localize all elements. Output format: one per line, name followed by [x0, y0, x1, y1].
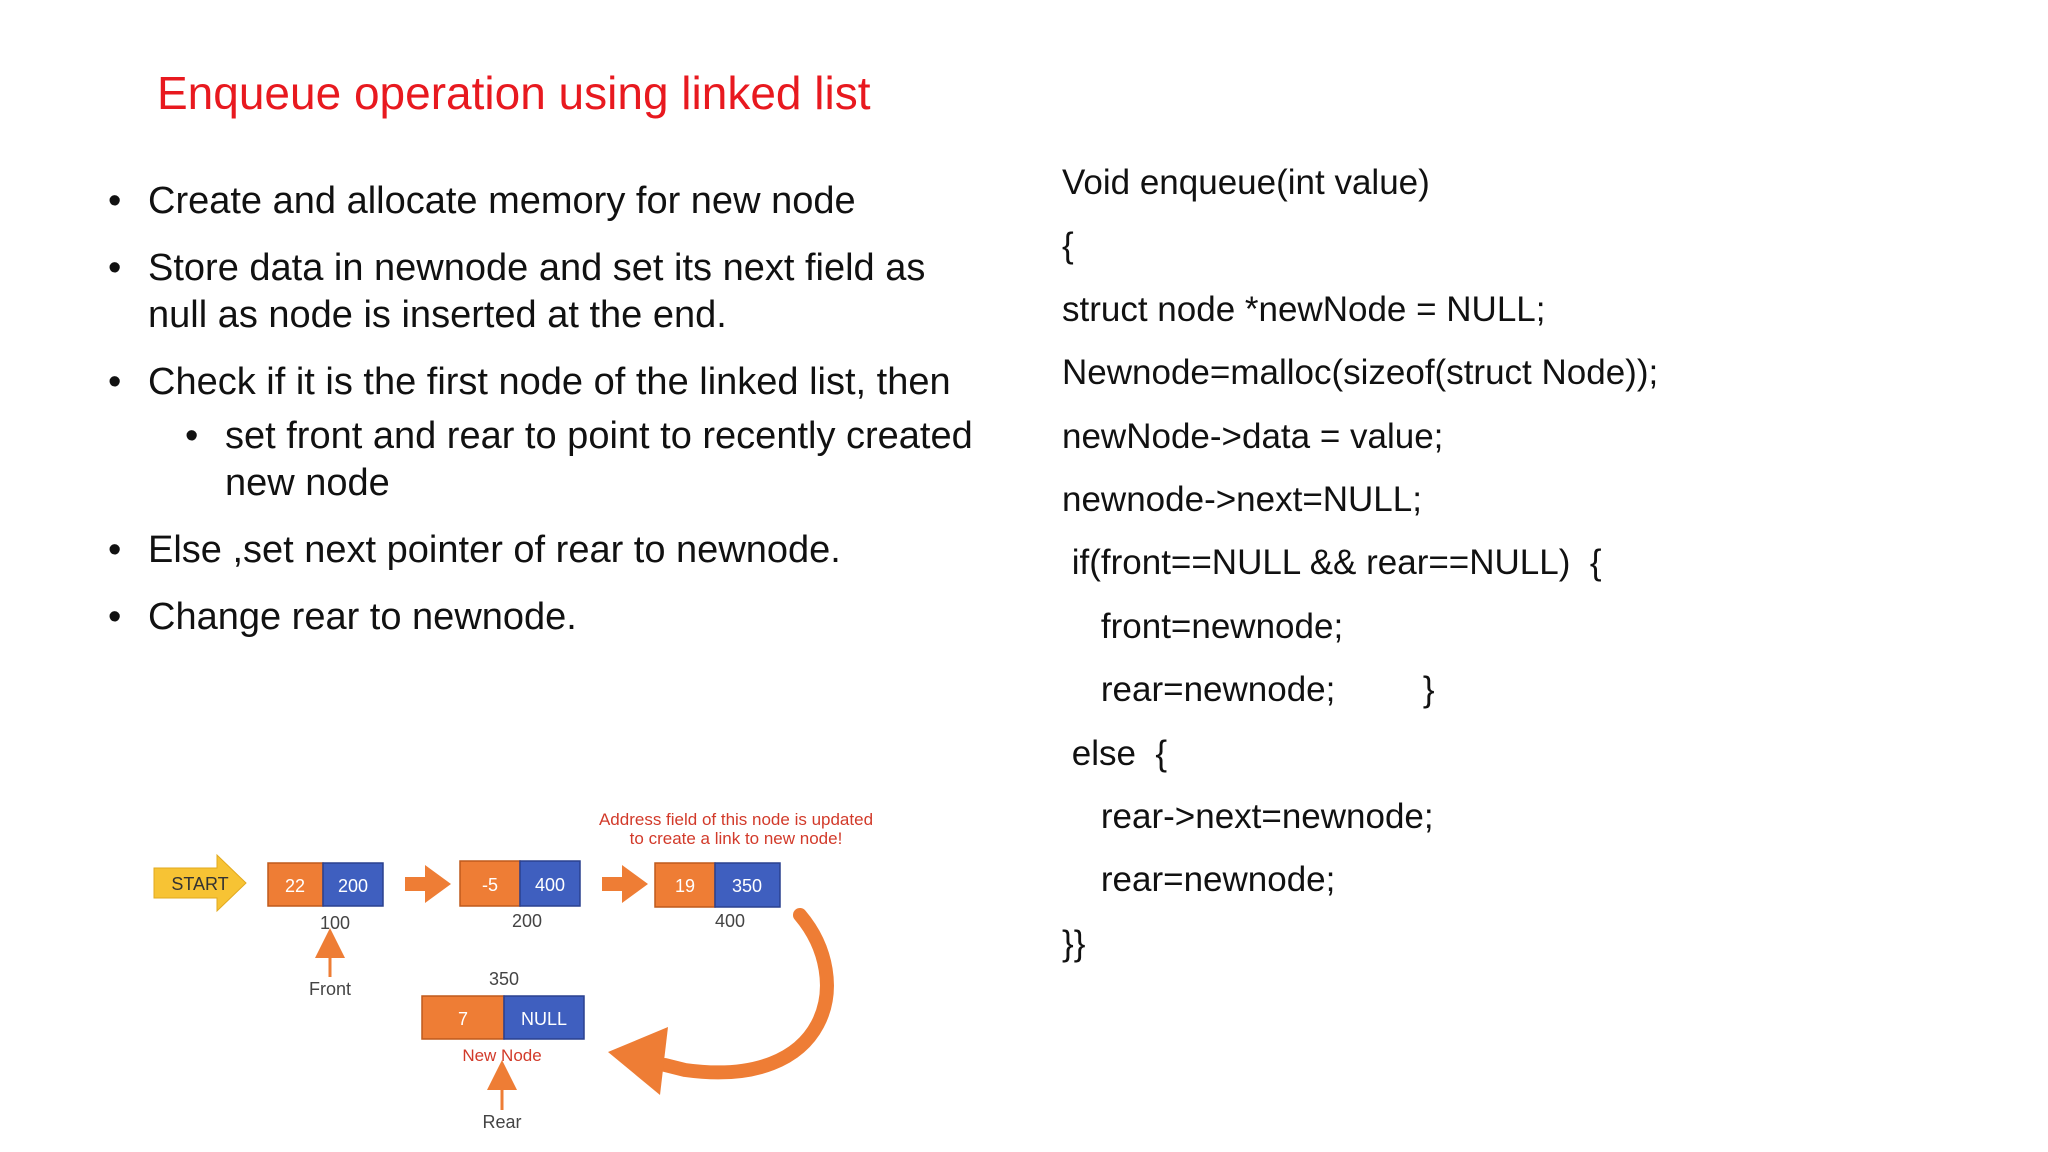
node-1: 22 200 100 — [267, 862, 384, 933]
bullet-item: Check if it is the first node of the lin… — [108, 359, 988, 406]
bullet-item: Store data in newnode and set its next f… — [108, 245, 988, 339]
rear-label: Rear — [482, 1112, 521, 1132]
node-address: 200 — [512, 911, 542, 931]
new-node-address: 350 — [489, 969, 519, 989]
node-data: 19 — [675, 876, 695, 896]
node-data: -5 — [482, 875, 498, 895]
code-line: newnode->next=NULL; — [1062, 479, 1422, 519]
bullet-item: Change rear to newnode. — [108, 594, 988, 641]
node-next: 200 — [338, 876, 368, 896]
code-line: if(front==NULL && rear==NULL) { — [1062, 543, 1602, 583]
bullet-item: Else ,set next pointer of rear to newnod… — [108, 527, 988, 574]
node-data: 7 — [458, 1009, 468, 1029]
linked-list-diagram: Address field of this node is updated to… — [153, 810, 873, 1132]
link-curved-arrow — [658, 908, 834, 1080]
code-line: front=newnode; — [1062, 606, 1344, 646]
node-next: 400 — [535, 875, 565, 895]
node-3: 19 350 400 — [654, 862, 781, 931]
code-line: else { — [1062, 733, 1168, 773]
node-next: 350 — [732, 876, 762, 896]
start-label: START — [171, 874, 228, 894]
sub-bullet-item: set front and rear to point to recently … — [185, 413, 988, 507]
slide-title: Enqueue operation using linked list — [157, 67, 871, 119]
code-line: Newnode=malloc(sizeof(struct Node)); — [1062, 353, 1659, 393]
bullet-item: Create and allocate memory for new node — [108, 178, 988, 225]
annotation-text: Address field of this node is updated — [599, 810, 873, 829]
link-curved-arrow-head — [608, 1027, 668, 1095]
code-line: { — [1062, 226, 1074, 266]
code-line: }} — [1062, 923, 1086, 963]
node-address: 400 — [715, 911, 745, 931]
node-data: 22 — [285, 876, 305, 896]
code-line: Void enqueue(int value) — [1062, 163, 1430, 202]
code-line: struct node *newNode = NULL; — [1062, 289, 1546, 329]
connector-arrow — [602, 865, 648, 903]
code-line: rear=newnode; — [1062, 860, 1336, 900]
front-label: Front — [309, 979, 351, 999]
code-line: rear=newnode; } — [1062, 670, 1435, 710]
connector-arrow — [405, 865, 451, 903]
code-line: newNode->data = value; — [1062, 416, 1444, 456]
bullet-list: Create and allocate memory for new node … — [108, 178, 988, 661]
start-arrow-shape — [153, 853, 247, 913]
code-block: Void enqueue(int value) { struct node *n… — [1062, 161, 1962, 985]
new-node-caption: New Node — [462, 1046, 541, 1065]
annotation-text: to create a link to new node! — [630, 829, 843, 848]
node-address: 100 — [320, 913, 350, 933]
new-node: 350 7 NULL New Node — [421, 969, 585, 1065]
code-line: rear->next=newnode; — [1062, 796, 1434, 836]
node-2: -5 400 200 — [459, 860, 581, 931]
node-next: NULL — [521, 1009, 567, 1029]
